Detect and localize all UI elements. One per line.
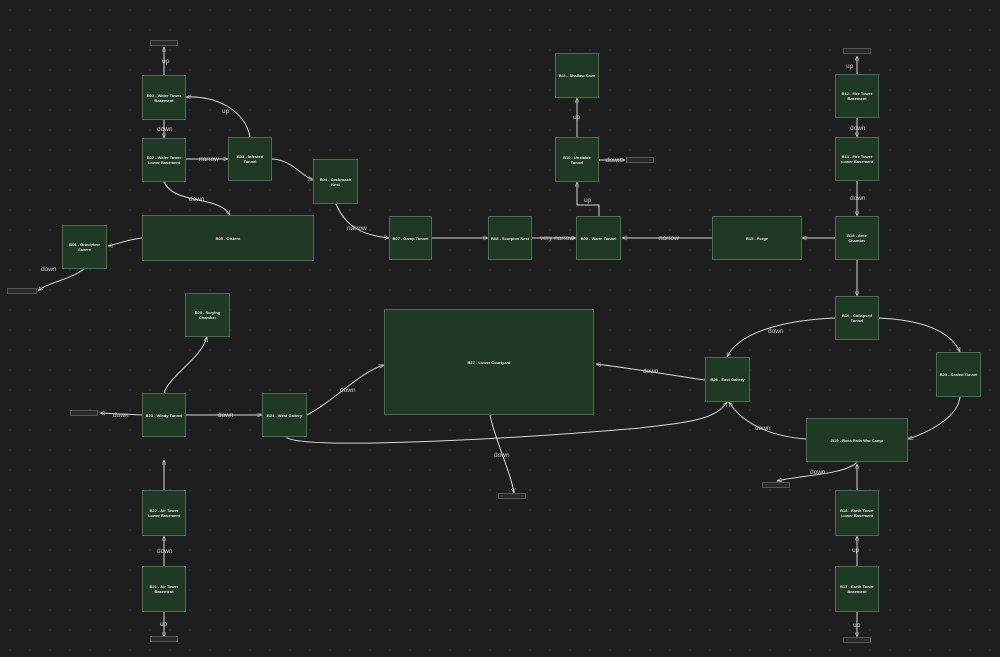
edge-label-b01-up: up [162,58,170,65]
node-b15[interactable]: B15 - Forge [712,216,802,260]
edge-b26-b27 [596,364,706,381]
node-b10[interactable]: B10 - Unstable Tunnel [555,137,599,182]
node-b05[interactable]: B05 - Cistern [142,215,314,261]
edge-b24-b27 [306,365,384,416]
edge-b03-b01 [186,97,251,138]
edge-b02-b05 [163,181,231,215]
edge-label-b02-b03: narrow [199,156,219,163]
edge-label-b17-up: up [853,622,861,629]
edge-b16-b26 [726,317,836,357]
edge-label-b21-b22: down [157,548,173,555]
stub-b06-down [7,288,37,294]
node-b04[interactable]: B04 - Cockroach Nest [313,159,358,204]
edge-b19-b26 [728,402,807,440]
edge-label-b10-down: down [606,157,622,164]
edge-label-b01-b02: down [157,126,173,133]
stub-b23-down [70,410,98,416]
node-b25[interactable]: B25 - Scrying Chamber [185,293,230,337]
edge-b04-b07 [335,203,389,238]
edge-label-b15-b09: narrow [659,235,679,242]
stub-b17-up [843,637,871,643]
node-b19[interactable]: B19 - Rock Falls War Camp [806,418,908,462]
edge-b23-down [100,413,143,415]
edge-label-b24-b27: down [340,387,356,394]
edge-b19-down [777,461,858,481]
edge-label-b08-b09: very narrow [540,235,574,242]
edge-label-b23-b24: down [218,412,234,419]
edge-label-b12-up: up [846,63,854,70]
edge-label-b16-b26: down [768,328,784,335]
node-b20[interactable]: B20 - Sealed Tunnel [936,352,981,397]
stub-b27-down [498,493,526,499]
edge-b03-b04 [271,158,313,180]
edge-b20-b19 [908,396,961,439]
edge-label-b27-down: down [494,452,510,459]
edge-label-b12-b13: down [850,125,866,132]
node-b14[interactable]: B14 - Ante Chamber [835,216,879,260]
node-b01[interactable]: B01 - Water Tower Basement [142,75,186,120]
edge-label-b06-down: down [41,266,57,273]
node-b18[interactable]: B18 - Earth Tower Lower Basement [835,490,879,536]
node-b03[interactable]: B03 - Infested Tunnel [228,137,272,181]
edge-b23-b25 [163,337,207,394]
edge-b16-b20 [878,317,961,352]
edge-label-b04-b07: narrow [347,225,367,232]
node-b26[interactable]: B26 - East Gallery [705,357,750,402]
stub-b19-down [762,482,790,488]
edge-label-b13-b14: down [850,195,866,202]
edge-b06-down [38,268,85,291]
edge-label-b26-b27: down [643,368,659,375]
node-b13[interactable]: B13 - Fire Tower Lower Basement [835,137,879,181]
node-b06[interactable]: B06 - Grindylow Cavern [62,225,107,269]
node-b27[interactable]: B27 - Lower Courtyard [384,309,594,415]
edge-label-b03-b01: up [222,108,230,115]
node-b11[interactable]: B11 - Shallow Cave [555,53,599,98]
node-b21[interactable]: B21 - Air Tower Basement [142,566,186,612]
node-b12[interactable]: B12 - Fire Tower Basement [835,74,879,118]
node-b07[interactable]: B07 - Damp Tunnel [389,216,432,260]
node-b17[interactable]: B17 - Earth Tower Basement [835,566,879,612]
edge-b09-b10 [577,182,600,216]
node-b22[interactable]: B22 - Air Tower Lower Basement [142,490,186,536]
edge-label-b23-down: down [113,412,129,419]
node-b08[interactable]: B08 - Scorpion Nest [488,216,532,260]
edge-label-b19-b26: down [755,425,771,432]
edge-label-b02-b05: down [189,196,205,203]
node-b23[interactable]: B23 - Windy Tunnel [142,393,186,437]
edge-b24-b26 [285,402,728,444]
node-b02[interactable]: B02 - Water Tower Lower Basement [142,138,186,182]
edge-label-b10-b11: up [573,114,581,121]
edge-label-b21-up: up [160,621,168,628]
edge-b27-down [489,414,514,493]
node-b09[interactable]: B09 - Warm Tunnel [576,216,621,260]
stub-b12-up [843,48,871,54]
node-b24[interactable]: B24 - West Gallery [262,393,307,437]
edge-b05-b06 [108,237,143,246]
stub-b21-up [150,636,178,642]
stub-b10-down [626,157,654,163]
edge-label-b17-b18: up [852,547,860,554]
stub-b01-up [150,40,178,46]
edge-label-b19-down: down [810,469,826,476]
edge-label-b09-b10: up [584,197,592,204]
node-b16[interactable]: B16 - Collapsed Tunnel [835,296,879,340]
